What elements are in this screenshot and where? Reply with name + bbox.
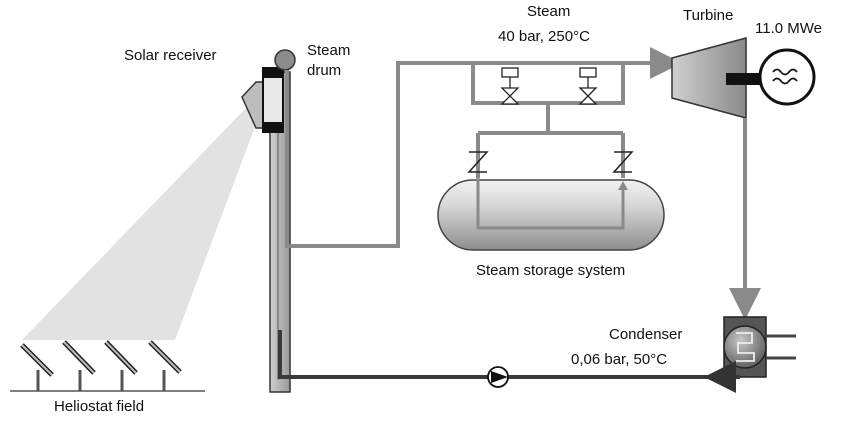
label-condenser-conditions: 0,06 bar, 50°C	[571, 351, 668, 368]
check-valve-right	[612, 151, 634, 173]
control-valve-manifold	[471, 63, 625, 178]
heliostat-1	[20, 343, 54, 391]
heliostat-2	[62, 340, 96, 391]
label-power-output: 11.0 MWe	[755, 20, 822, 37]
steam-drum	[274, 49, 296, 71]
label-solar-receiver: Solar receiver	[124, 47, 217, 64]
check-valve-left	[467, 151, 489, 173]
valve-left	[500, 67, 520, 105]
turbine-shaft	[726, 73, 764, 85]
label-steam-storage: Steam storage system	[476, 262, 626, 279]
heliostat-3	[104, 340, 138, 391]
label-steam-conditions: 40 bar, 250°C	[498, 28, 590, 45]
generator	[758, 48, 816, 106]
storage-internal-piping	[476, 178, 625, 230]
feed-pump	[487, 366, 509, 388]
valve-right	[578, 67, 598, 105]
label-heliostat-field: Heliostat field	[54, 398, 145, 415]
reflected-light-beam	[22, 92, 268, 340]
heliostat-4	[148, 340, 182, 391]
steam-storage-tank	[437, 179, 665, 251]
label-turbine: Turbine	[683, 7, 734, 24]
heliostat-mirrors	[20, 340, 182, 391]
condensate-return-line	[278, 330, 724, 379]
steam-riser-pipe	[285, 61, 672, 248]
solar-receiver	[241, 67, 284, 133]
generator-symbol	[772, 68, 798, 85]
condenser	[723, 316, 796, 378]
label-condenser: Condenser	[609, 326, 683, 343]
label-steam-drum-line1: Steam	[307, 42, 351, 59]
label-steam-drum-line2: drum	[307, 62, 342, 79]
label-steam-title: Steam	[527, 3, 571, 20]
